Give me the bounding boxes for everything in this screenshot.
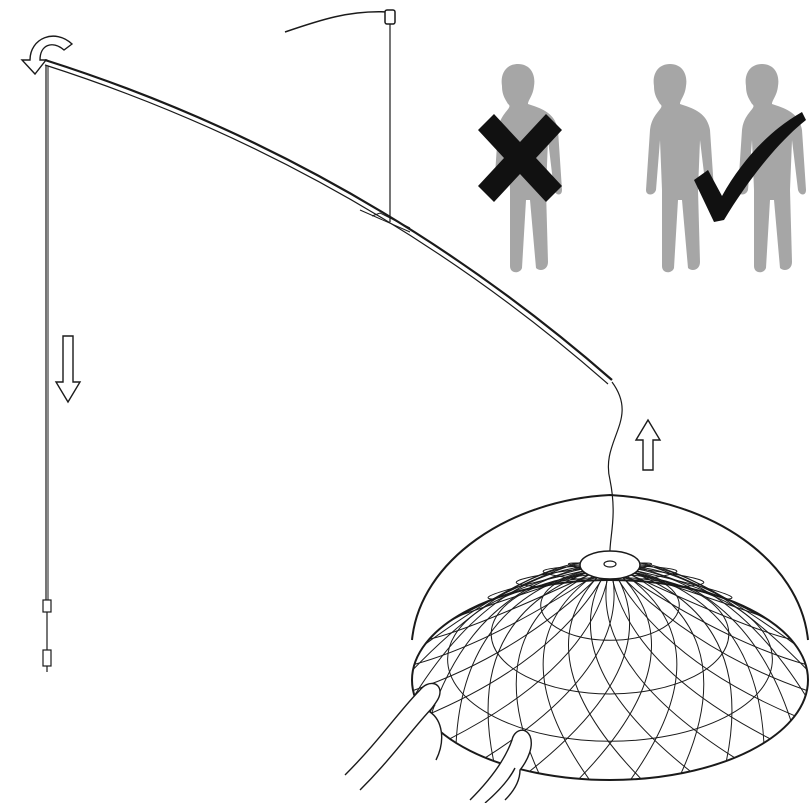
- dome-shade: [412, 495, 808, 780]
- two-people-figure: [646, 64, 806, 272]
- shade-cable: [608, 382, 622, 560]
- arrow-down-icon: [56, 336, 80, 402]
- rotate-arrow-icon: [22, 36, 72, 74]
- ceiling-suspension: [285, 10, 395, 222]
- hanging-cable: [43, 66, 51, 672]
- arrow-up-icon: [636, 420, 660, 470]
- hands: [345, 683, 531, 803]
